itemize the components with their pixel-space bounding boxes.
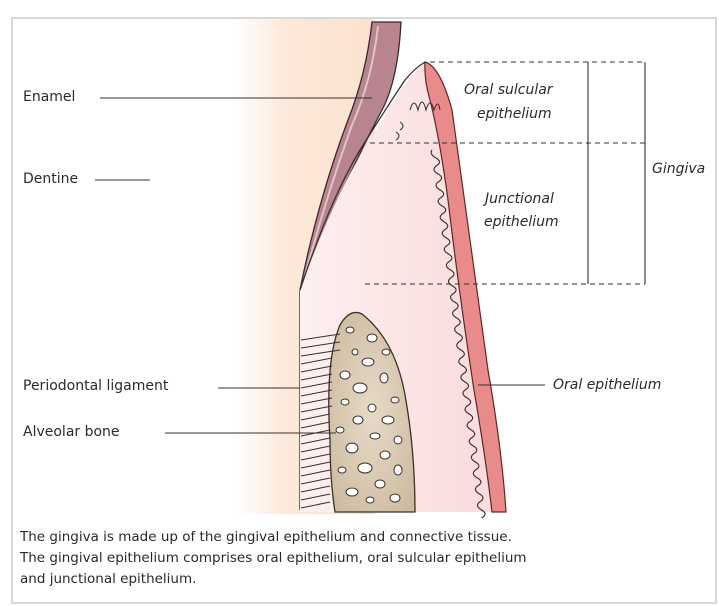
bone-hole [380,451,390,459]
label-oral-sulcular-2: epithelium [477,104,552,124]
bone-hole [336,427,344,433]
label-enamel: Enamel [23,87,75,107]
bone-hole [394,465,402,475]
bone-hole [346,327,354,333]
caption-line-2: The gingival epithelium comprises oral e… [20,548,680,569]
bone-hole [353,416,363,424]
caption-line-3: and junctional epithelium. [20,569,680,590]
label-gingiva: Gingiva [652,159,705,179]
bone-hole [352,349,358,355]
figure-caption: The gingiva is made up of the gingival e… [20,527,680,590]
bone-hole [338,467,346,473]
bone-hole [353,383,367,393]
bone-hole [340,371,350,379]
bone-hole [370,433,380,439]
label-oral-sulcular-1: Oral sulcular [464,80,553,100]
bone-hole [382,349,390,355]
bone-hole [366,497,374,503]
label-periodontal-ligament: Periodontal ligament [23,376,168,396]
bone-hole [391,397,399,403]
label-alveolar-bone: Alveolar bone [23,422,120,442]
bone-hole [367,334,377,342]
bone-hole [346,488,358,496]
bone-hole [368,404,376,412]
bone-hole [375,480,385,488]
label-dentine: Dentine [23,169,78,189]
bone-hole [358,463,372,473]
label-oral-epithelium: Oral epithelium [553,375,661,395]
bone-hole [346,443,358,453]
caption-line-1: The gingiva is made up of the gingival e… [20,527,680,548]
label-junctional-2: epithelium [484,212,559,232]
bone-hole [362,358,374,366]
bone-hole [380,373,388,383]
bone-hole [382,416,394,424]
bone-hole [341,399,349,405]
bone-hole [394,436,402,444]
label-junctional-1: Junctional [485,189,554,209]
bone-hole [390,494,400,502]
